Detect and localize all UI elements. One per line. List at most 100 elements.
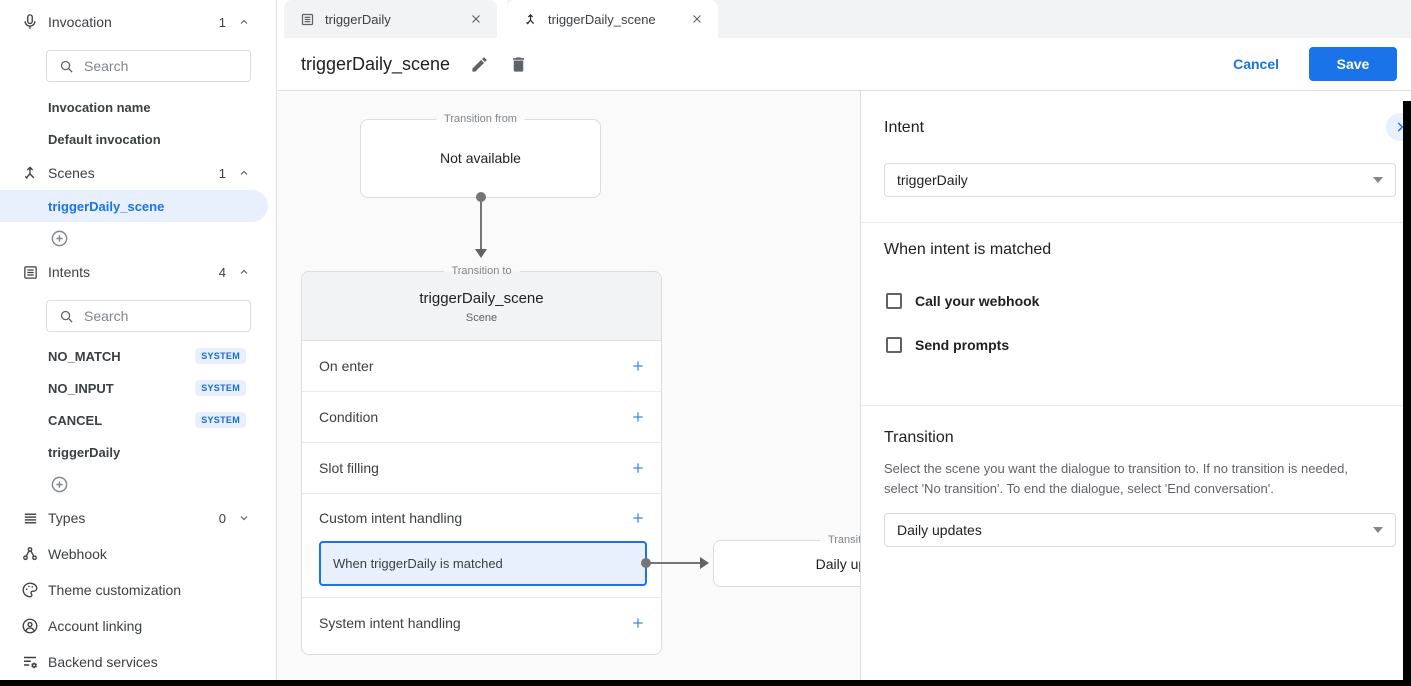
transition-from-content: Not available <box>440 150 521 166</box>
row-label: System intent handling <box>319 615 461 631</box>
item-label: NO_MATCH <box>48 348 121 364</box>
intents-search[interactable] <box>46 300 251 332</box>
add-icon[interactable] <box>631 359 645 373</box>
call-webhook-checkbox[interactable] <box>886 293 902 309</box>
intents-search-input[interactable] <box>84 308 234 324</box>
chevron-down-icon <box>238 512 250 524</box>
scene-card-header: triggerDaily_scene Scene <box>302 272 661 341</box>
scene-icon <box>523 12 538 27</box>
sidebar-item-invocation-name[interactable]: Invocation name <box>0 98 276 116</box>
arrowhead-right <box>700 557 709 569</box>
sidebar-section-scenes[interactable]: Scenes 1 <box>0 161 276 185</box>
tab-triggerdaily-scene[interactable]: triggerDaily_scene <box>507 0 718 38</box>
row-label: Slot filling <box>319 460 379 476</box>
close-icon[interactable] <box>690 12 704 26</box>
sidebar-item-triggerdaily-scene-selected[interactable]: triggerDaily_scene <box>0 190 268 222</box>
add-icon[interactable] <box>631 410 645 424</box>
tab-label: triggerDaily <box>325 11 391 27</box>
transition-from-legend: Transition from <box>436 113 525 126</box>
dropdown-caret-icon <box>1373 177 1383 183</box>
sidebar-item-intent[interactable]: triggerDaily <box>0 443 276 461</box>
connector-line-horizontal <box>650 562 702 564</box>
intent-handler-selected[interactable]: When triggerDaily is matched <box>319 541 647 586</box>
add-icon[interactable] <box>631 511 645 525</box>
transition-select-value: Daily updates <box>897 522 982 538</box>
add-scene-button[interactable] <box>50 229 69 248</box>
intents-list-icon <box>20 262 40 282</box>
item-label: NO_INPUT <box>48 380 114 396</box>
sidebar: Invocation 1 Invocation name Default inv… <box>0 0 277 686</box>
invocation-search[interactable] <box>46 50 251 82</box>
item-label: Invocation name <box>48 99 151 115</box>
tab-label: triggerDaily_scene <box>548 11 656 27</box>
sidebar-item-intent[interactable]: NO_MATCH SYSTEM <box>0 347 276 365</box>
intent-editor-panel: Intent triggerDaily When intent is match… <box>860 91 1411 686</box>
scene-row-condition: Condition <box>302 392 661 443</box>
sidebar-item-intent[interactable]: CANCEL SYSTEM <box>0 411 276 429</box>
transition-to-legend: Transition to <box>443 265 520 278</box>
transition-description: Select the scene you want the dialogue t… <box>884 461 1348 497</box>
checkbox-label: Call your webhook <box>915 293 1040 309</box>
add-intent-button[interactable] <box>50 475 69 494</box>
intent-select-value: triggerDaily <box>897 172 968 188</box>
item-label: Backend services <box>48 654 158 670</box>
scene-canvas: Transition from Not available Transition… <box>277 91 860 686</box>
section-count: 1 <box>218 165 226 181</box>
invocation-search-input[interactable] <box>84 58 234 74</box>
edit-icon[interactable] <box>470 55 489 74</box>
when-matched-heading: When intent is matched <box>884 241 1052 258</box>
chevron-up-icon <box>238 266 250 278</box>
sidebar-item-intent[interactable]: NO_INPUT SYSTEM <box>0 379 276 397</box>
chevron-right-icon <box>1397 122 1404 132</box>
row-label: Custom intent handling <box>319 510 463 526</box>
item-label: triggerDaily_scene <box>48 198 165 214</box>
chevron-up-icon <box>238 167 250 179</box>
palette-icon <box>20 580 40 600</box>
save-button[interactable]: Save <box>1309 47 1397 81</box>
search-icon <box>60 60 73 73</box>
arrowhead-down <box>475 249 487 258</box>
sidebar-section-invocation[interactable]: Invocation 1 <box>0 10 276 34</box>
delete-icon[interactable] <box>509 55 528 74</box>
intent-select[interactable]: triggerDaily <box>884 163 1396 197</box>
page-title: triggerDaily_scene <box>301 53 451 74</box>
connector-dot <box>476 192 486 202</box>
system-badge: SYSTEM <box>195 380 246 396</box>
section-label: Scenes <box>48 165 95 181</box>
row-label: On enter <box>319 358 374 374</box>
sidebar-item-default-invocation[interactable]: Default invocation <box>0 130 276 148</box>
item-label: Default invocation <box>48 131 161 147</box>
screen-edge-right <box>1403 101 1411 686</box>
account-icon <box>20 616 40 636</box>
close-icon[interactable] <box>469 12 483 26</box>
item-label: triggerDaily <box>48 444 121 460</box>
add-icon[interactable] <box>631 616 645 630</box>
section-count: 4 <box>218 264 226 280</box>
cancel-button[interactable]: Cancel <box>1233 56 1279 72</box>
intent-icon <box>300 12 315 27</box>
transition-target-content: Daily updates <box>815 556 860 572</box>
item-label: CANCEL <box>48 412 103 428</box>
sidebar-item-backend-services[interactable]: Backend services <box>0 650 276 674</box>
transition-from-box: Transition from Not available <box>360 113 601 198</box>
tab-triggerdaily[interactable]: triggerDaily <box>284 0 497 38</box>
microphone-icon <box>20 12 40 32</box>
sidebar-item-webhook[interactable]: Webhook <box>0 542 276 566</box>
scene-card: Transition to triggerDaily_scene Scene O… <box>301 265 662 655</box>
row-label: Condition <box>319 409 379 425</box>
add-icon[interactable] <box>631 461 645 475</box>
sidebar-section-types[interactable]: Types 0 <box>0 506 276 530</box>
transition-select[interactable]: Daily updates <box>884 513 1396 547</box>
send-prompts-checkbox[interactable] <box>886 337 902 353</box>
sidebar-section-intents[interactable]: Intents 4 <box>0 260 276 284</box>
handler-label: When triggerDaily is matched <box>333 556 503 571</box>
item-label: Account linking <box>48 618 143 634</box>
section-label: Types <box>48 510 86 526</box>
sidebar-item-account-linking[interactable]: Account linking <box>0 614 276 638</box>
transition-target-box[interactable]: Transition to Daily updates <box>713 534 860 587</box>
sidebar-item-theme-customization[interactable]: Theme customization <box>0 578 276 602</box>
page-header: triggerDaily_scene Cancel Save <box>277 38 1411 91</box>
section-label: Intents <box>48 264 91 280</box>
divider <box>861 405 1411 406</box>
